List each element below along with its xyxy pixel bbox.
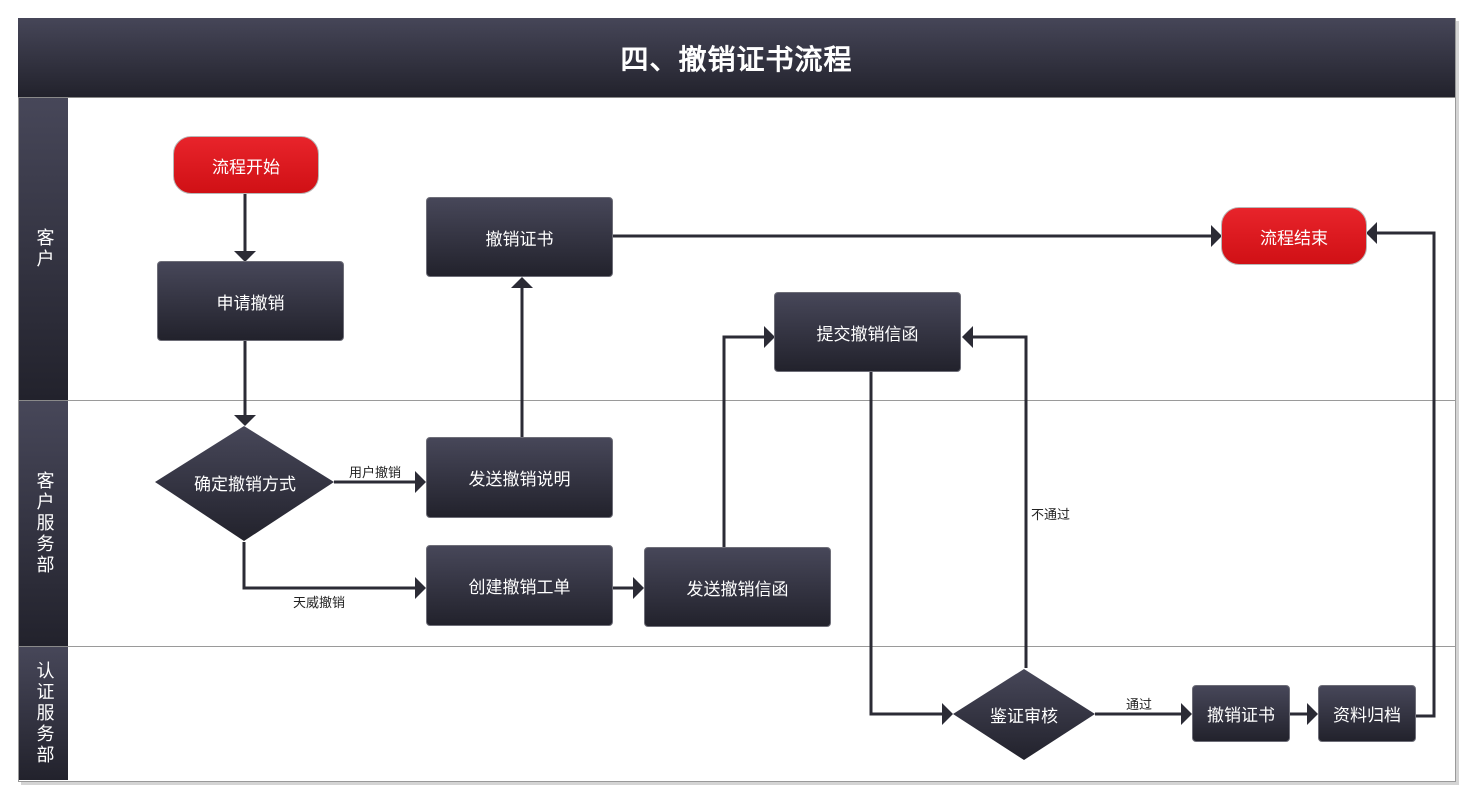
edge-label-user-revoke: 用户撤销 (349, 466, 402, 481)
edge-label-tianwei-revoke: 天威撤销 (293, 596, 346, 611)
decision-diamond-determine (155, 426, 334, 541)
decision-diamond-review (953, 669, 1095, 760)
arrowhead (1366, 222, 1377, 244)
lane-divider (68, 400, 1455, 401)
arrowhead (1181, 703, 1192, 725)
submit-letter-node[interactable]: 提交撤销信函 (774, 292, 961, 372)
connector-review-notpass (972, 335, 1028, 668)
revoke-cert-customer-node[interactable]: 撤销证书 (426, 197, 613, 277)
arrowhead (633, 577, 644, 599)
arrowhead (234, 251, 256, 262)
connector-submit-review (869, 372, 943, 716)
arrowhead (1307, 703, 1318, 725)
arrowhead (415, 471, 426, 493)
page-title: 四、撤销证书流程 (18, 18, 1455, 98)
arrowhead (764, 326, 775, 348)
revoke-cert-auth-node[interactable]: 撤销证书 (1192, 685, 1290, 742)
send-letter-node[interactable]: 发送撤销信函 (644, 547, 831, 627)
end-node[interactable]: 流程结束 (1221, 207, 1367, 265)
connector-letter-submit (722, 335, 765, 547)
connector-archive-end (1376, 231, 1436, 718)
edge-label-not-pass: 不通过 (1031, 508, 1071, 523)
lane-header-customer-service: 客户服务部 (19, 401, 68, 647)
arrowhead (942, 703, 953, 725)
edge-label-pass: 通过 (1126, 698, 1153, 713)
lane-header-customer: 客户 (19, 98, 68, 401)
archive-node[interactable]: 资料归档 (1318, 685, 1416, 742)
arrowhead (234, 415, 256, 426)
arrowhead (1211, 225, 1222, 247)
lane-header-auth-service: 认证服务部 (19, 647, 68, 780)
lane-divider (68, 646, 1455, 647)
arrowhead (511, 277, 533, 288)
start-node[interactable]: 流程开始 (173, 136, 319, 194)
apply-revoke-node[interactable]: 申请撤销 (157, 261, 344, 341)
arrowhead (962, 326, 973, 348)
connector-tianwei-revoke (242, 542, 416, 590)
send-instructions-node[interactable]: 发送撤销说明 (426, 437, 613, 518)
arrowhead (415, 577, 426, 599)
create-ticket-node[interactable]: 创建撤销工单 (426, 545, 613, 626)
